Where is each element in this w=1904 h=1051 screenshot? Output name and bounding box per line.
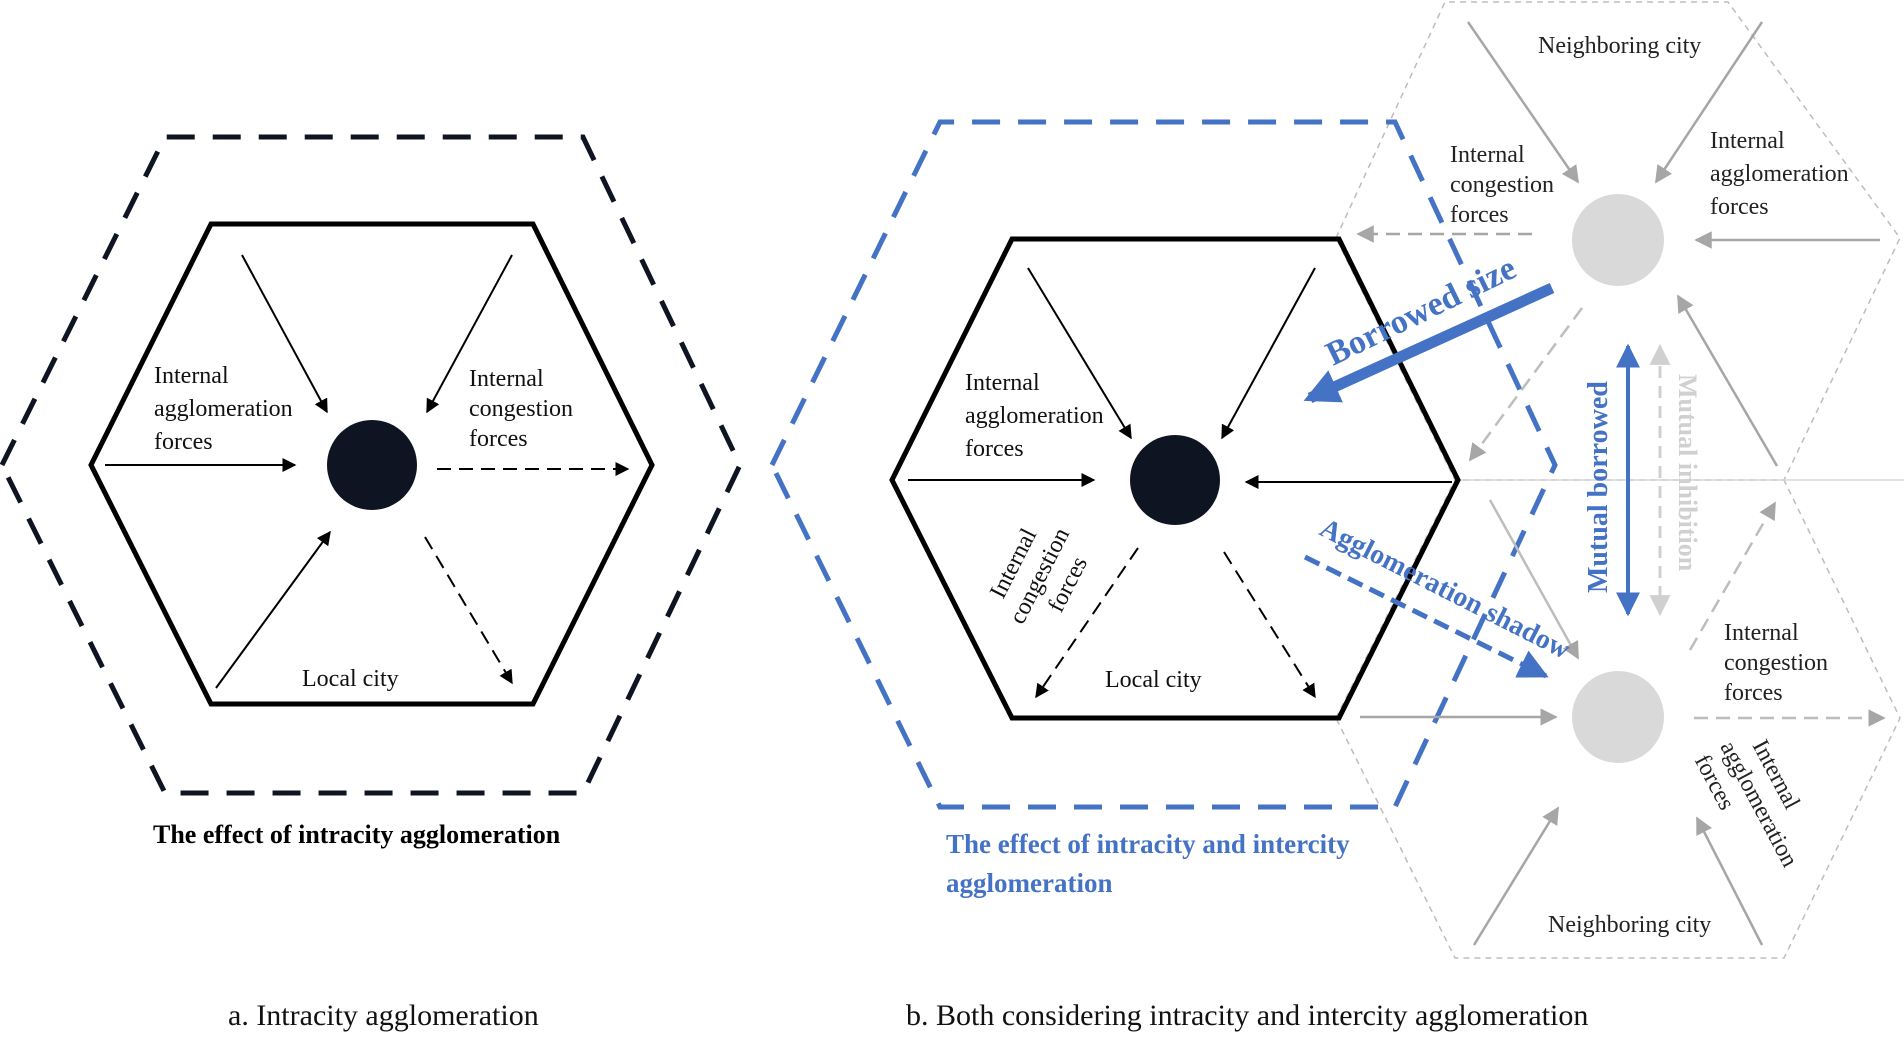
top-neighbor-inward-arrow	[1466, 21, 1580, 184]
top-neighbor-city-node	[1572, 194, 1664, 286]
mutual-borrowed-label: Mutual borrowed	[1583, 381, 1614, 593]
panel-a-congestion-label: Internal congestion forces	[469, 366, 579, 452]
bottom-neighbor-outward-dashed-arrow	[1688, 501, 1777, 651]
panel-b: Internal agglomeration forces Internal c…	[769, 1, 1904, 1032]
bottom-neighbor-inward-arrow	[1695, 816, 1764, 946]
panel-b-local-city-label: Local city	[1105, 667, 1202, 693]
panel-a-effect-title: The effect of intracity agglomeration	[153, 820, 561, 849]
top-neighbor-inward-arrow	[1676, 294, 1779, 467]
panel-a-inward-arrow	[426, 254, 513, 414]
top-neighbor-congestion-label: Internal congestion forces	[1450, 142, 1560, 228]
panel-b-outward-dashed-arrow	[1035, 547, 1139, 699]
panel-b-local-city-hexagon	[889, 236, 1461, 721]
panel-b-local-agglomeration-label: Internal agglomeration forces	[965, 370, 1110, 462]
panel-b-inward-arrow	[1221, 267, 1316, 440]
mutual-inhibition-label: Mutual inhibition	[1673, 374, 1702, 572]
agglomeration-shadow-arrow	[1303, 554, 1549, 679]
top-neighbor-agglomeration-label: Internal agglomeration forces	[1710, 128, 1855, 220]
panel-b-outward-dashed-arrow	[1223, 551, 1316, 699]
panel-b-effect-title: The effect of intracity and intercity ag…	[946, 829, 1356, 898]
panel-b-caption: b. Both considering intracity and interc…	[906, 999, 1588, 1032]
bottom-neighbor-inward-arrow	[1472, 806, 1560, 946]
panel-b-outer-blue-dashed-hexagon	[769, 119, 1558, 810]
panel-a-inward-arrow	[241, 254, 328, 414]
top-neighbor-outward-dashed-arrow	[1468, 307, 1584, 462]
panel-a-local-city-label: Local city	[302, 666, 399, 692]
panel-b-local-congestion-label: Internal congestion forces	[979, 505, 1104, 641]
panel-a-caption: a. Intracity agglomeration	[228, 999, 539, 1032]
panel-b-inward-arrow	[1027, 267, 1132, 440]
bottom-neighbor-congestion-label: Internal congestion forces	[1724, 620, 1834, 706]
agglomeration-shadow-label: Agglomeration shadow	[1315, 513, 1576, 666]
panel-b-local-city-node	[1130, 435, 1220, 525]
top-neighbor-city-label: Neighboring city	[1538, 33, 1701, 59]
bottom-neighbor-city-node	[1572, 671, 1664, 763]
borrowed-size-arrow	[1303, 282, 1555, 404]
panel-a-outward-dashed-arrow	[424, 536, 513, 685]
panel-a-agglomeration-label: Internal agglomeration forces	[154, 363, 299, 455]
panel-a-local-city-node	[327, 420, 417, 510]
panel-a-local-city-hexagon	[88, 221, 655, 707]
top-neighbor-inward-arrow	[1654, 21, 1764, 184]
bottom-neighbor-agglomeration-label: Internal agglomeration forces	[1689, 723, 1831, 890]
panel-a: Internal agglomeration forces Internal c…	[0, 134, 743, 1032]
bottom-neighbor-inward-arrow	[1488, 499, 1580, 660]
panel-a-inward-arrow	[215, 530, 331, 689]
bottom-neighbor-city-label: Neighboring city	[1548, 912, 1711, 938]
